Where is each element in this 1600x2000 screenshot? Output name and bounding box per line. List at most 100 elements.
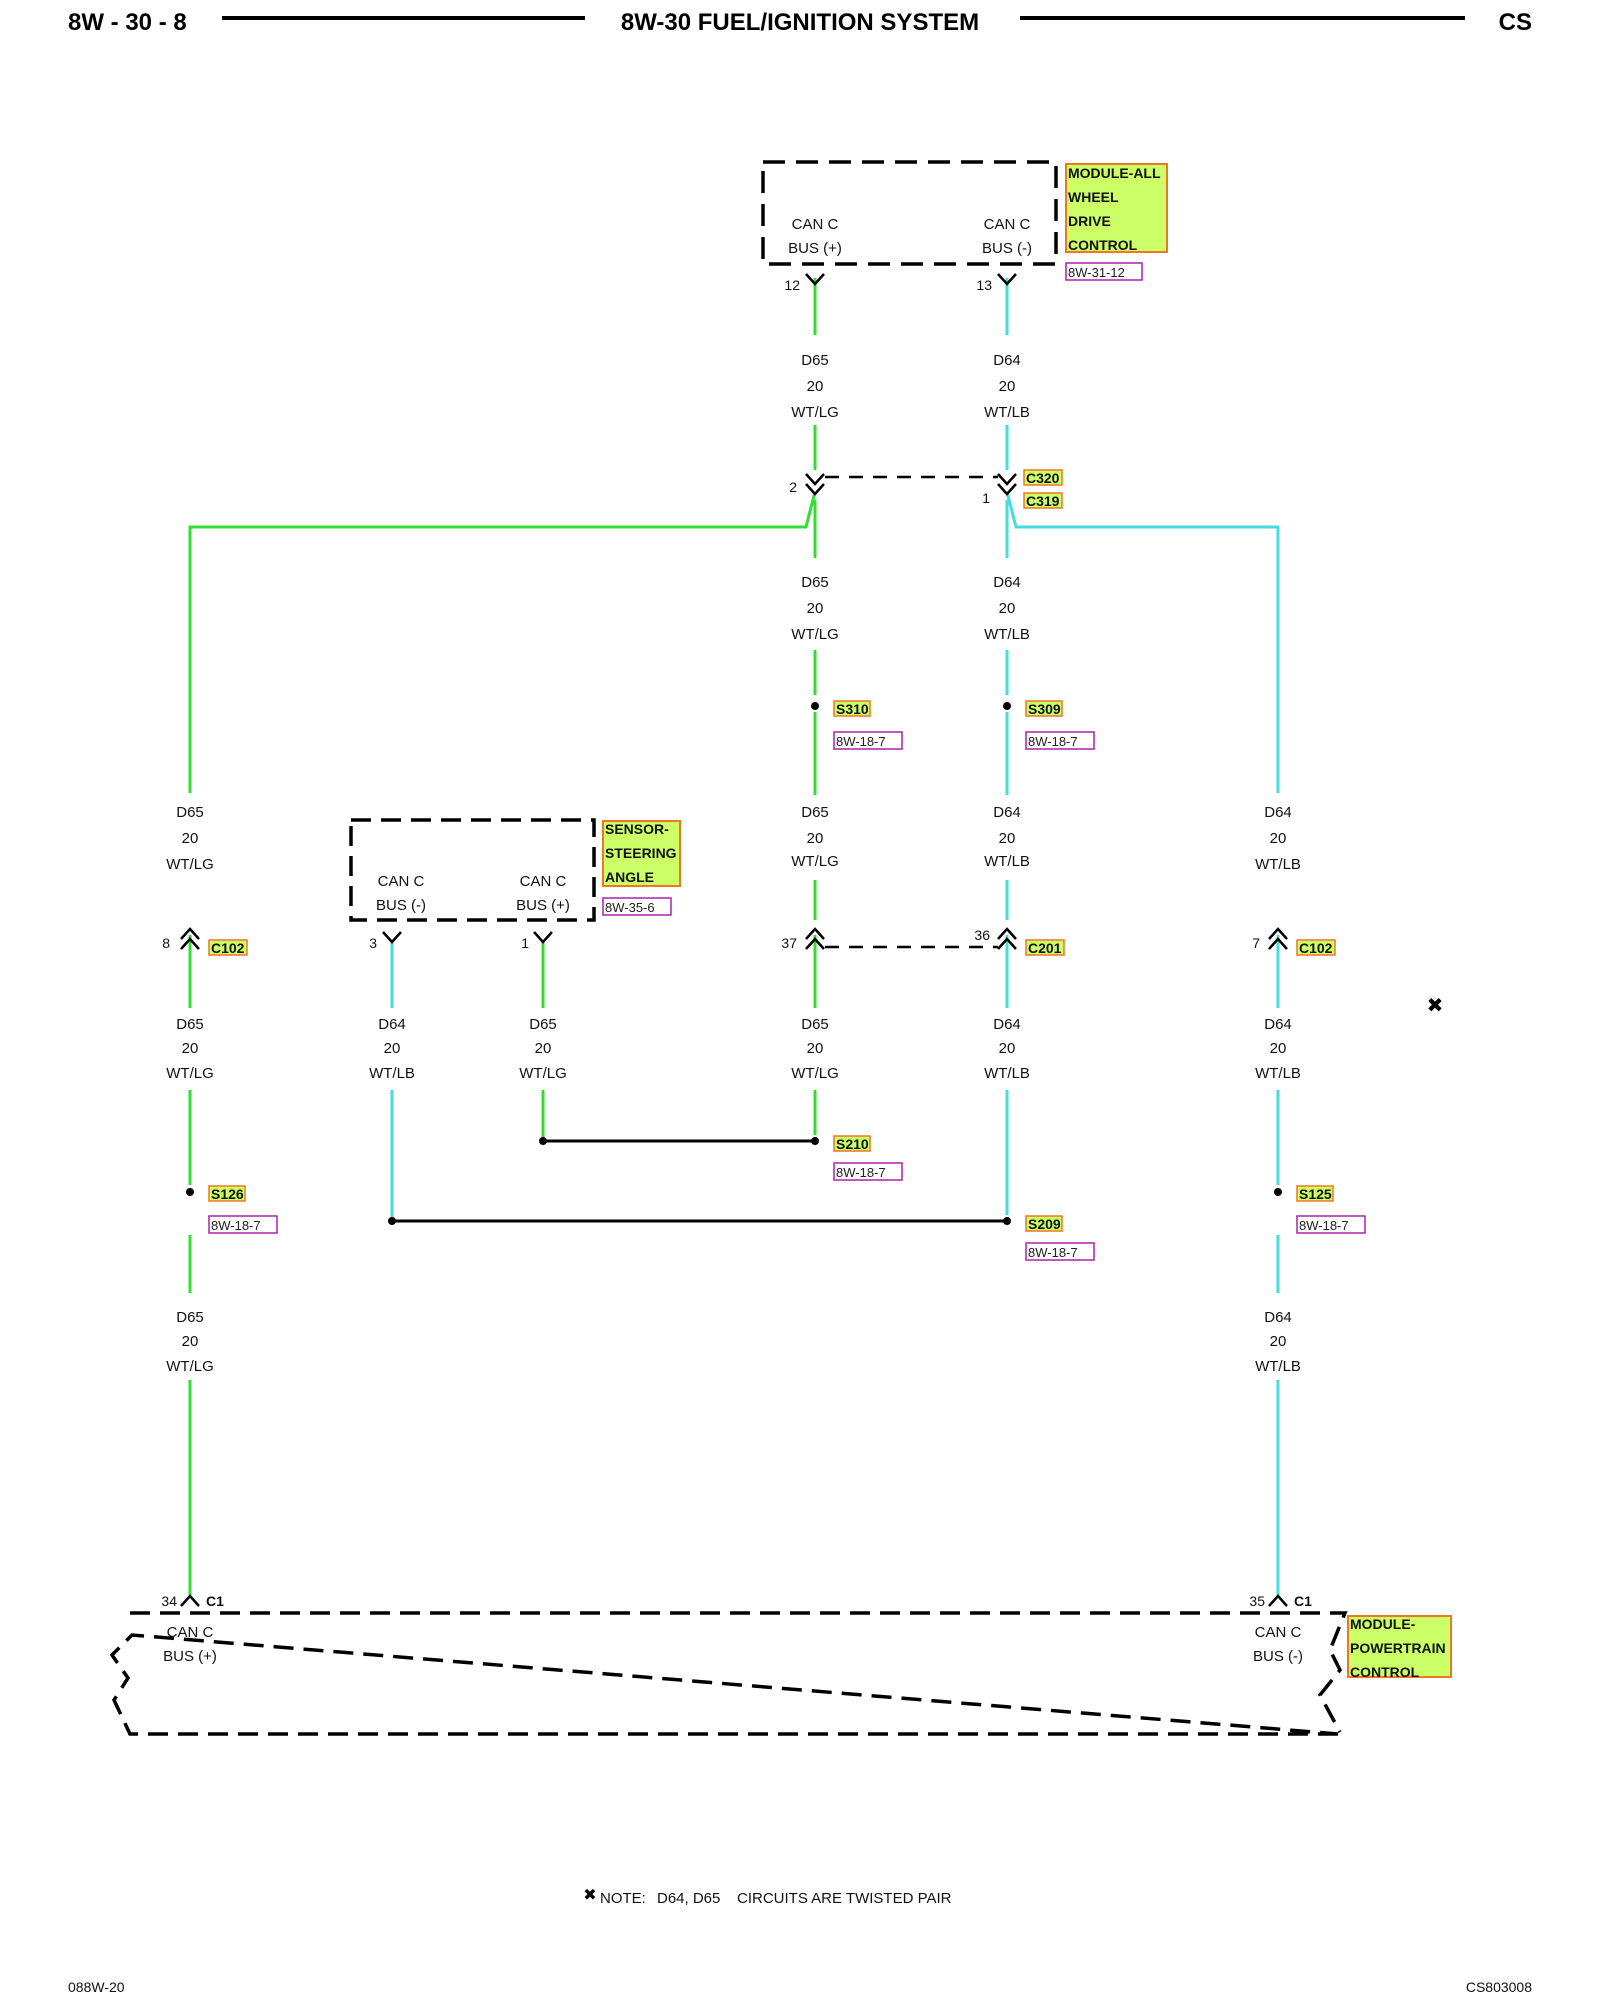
svg-text:D64: D64	[378, 1016, 406, 1033]
pcm-pin-right-line1: CAN C	[1255, 1624, 1302, 1641]
c320-label-box	[1023, 469, 1063, 486]
pcm-terminal-icons	[180, 1594, 1288, 1607]
svg-text:D65: D65	[176, 1309, 204, 1326]
s209-left-dot	[388, 1217, 396, 1225]
c102-right-pin: 7	[1252, 935, 1260, 951]
svg-text:WT/LG: WT/LG	[166, 856, 214, 873]
svg-text:20: 20	[999, 378, 1016, 395]
svg-text:20: 20	[1270, 1040, 1287, 1057]
svg-text:20: 20	[807, 378, 824, 395]
sas-pin-no-right: 1	[521, 935, 529, 951]
s309-label: S309	[1028, 701, 1061, 717]
s125-label: S125	[1299, 1186, 1332, 1202]
s310-label-box	[833, 700, 871, 717]
wire-labels-row1: D65 20 WT/LG D64 20 WT/LB	[791, 352, 1030, 421]
c201-label: C201	[1028, 940, 1062, 956]
s125-ref[interactable]: 8W-18-7	[1299, 1218, 1349, 1233]
pcm-pin-right-line2: BUS (-)	[1253, 1648, 1303, 1665]
sas-pin-left-line1: CAN C	[378, 873, 425, 890]
c201-pin-right: 36	[974, 927, 990, 943]
svg-text:D65: D65	[801, 352, 829, 369]
svg-text:20: 20	[182, 1040, 199, 1057]
awd-ref[interactable]: 8W-31-12	[1068, 265, 1125, 280]
awd-module-name-4: CONTROL	[1068, 237, 1138, 253]
s209-ref-box	[1025, 1242, 1095, 1261]
twisted-pair-icon: ✖	[1427, 993, 1444, 1017]
sas-module-box	[349, 818, 596, 922]
sas-module-name-3: ANGLE	[605, 869, 654, 885]
pcm-pin-no-right: 35	[1249, 1593, 1265, 1609]
c102-right-label: C102	[1299, 940, 1333, 956]
pcm-connector-right: C1	[1294, 1593, 1312, 1609]
c102-left-pin: 8	[162, 935, 170, 951]
note-circuits: D64, D65	[657, 1890, 720, 1907]
c102-right-label-box	[1296, 939, 1336, 956]
s126-label: S126	[211, 1186, 244, 1202]
wire-d64-right-branch	[1005, 491, 1280, 793]
sas-ref[interactable]: 8W-35-6	[605, 900, 655, 915]
awd-pin-left-line1: CAN C	[792, 216, 839, 233]
svg-text:20: 20	[535, 1040, 552, 1057]
svg-text:D64: D64	[993, 1016, 1021, 1033]
sas-pin-no-left: 3	[369, 935, 377, 951]
awd-pin-left-line2: BUS (+)	[788, 240, 842, 257]
svg-text:20: 20	[807, 1040, 824, 1057]
awd-terminal-icons	[805, 273, 1017, 286]
s210-splice-dot	[811, 1137, 819, 1145]
pcm-module-name-2: POWERTRAIN	[1350, 1640, 1446, 1656]
c320-pin-left: 2	[789, 479, 797, 495]
s310-ref[interactable]: 8W-18-7	[836, 734, 886, 749]
s126-ref[interactable]: 8W-18-7	[211, 1218, 261, 1233]
s126-splice-dot	[186, 1188, 194, 1196]
svg-text:20: 20	[807, 830, 824, 847]
pcm-module-box	[109, 1611, 1348, 1736]
svg-text:D65: D65	[801, 804, 829, 821]
c102-left-label: C102	[211, 940, 245, 956]
awd-pin-no-right: 13	[976, 277, 992, 293]
svg-text:WT/LB: WT/LB	[1255, 856, 1301, 873]
sas-module-label-box	[602, 820, 681, 887]
awd-module-name-2: WHEEL	[1068, 189, 1119, 205]
note-prefix: NOTE:	[600, 1890, 646, 1907]
svg-text:20: 20	[999, 1040, 1016, 1057]
s210-ref[interactable]: 8W-18-7	[836, 1165, 886, 1180]
s125-splice-dot	[1274, 1188, 1282, 1196]
svg-text:D64: D64	[993, 352, 1021, 369]
sas-ref-box	[602, 897, 672, 916]
sas-pin-right-line1: CAN C	[520, 873, 567, 890]
awd-pin-right-line2: BUS (-)	[982, 240, 1032, 257]
sas-module-name-1: SENSOR-	[605, 821, 669, 837]
svg-text:D65: D65	[529, 1016, 557, 1033]
svg-text:WT/LG: WT/LG	[791, 404, 839, 421]
svg-text:WT/LG: WT/LG	[791, 853, 839, 870]
s209-ref[interactable]: 8W-18-7	[1028, 1245, 1078, 1260]
c320-pin-right: 1	[982, 490, 990, 506]
wire-d65-left-branch	[188, 491, 817, 793]
page-number: 8W - 30 - 8	[68, 9, 187, 36]
awd-pin-no-left: 12	[784, 277, 800, 293]
s209-label: S209	[1028, 1216, 1061, 1232]
awd-module-label-box	[1065, 163, 1168, 253]
sas-terminal-icons	[382, 931, 553, 944]
s126-ref-box	[208, 1215, 278, 1234]
note-text: CIRCUITS ARE TWISTED PAIR	[737, 1890, 952, 1907]
svg-text:D64: D64	[1264, 804, 1292, 821]
footer-left-code: 088W-20	[68, 1979, 125, 1995]
c201-label-box	[1025, 939, 1065, 956]
pcm-connector-left: C1	[206, 1593, 224, 1609]
awd-module-box	[761, 160, 1058, 266]
s309-splice-dot	[1003, 702, 1011, 710]
svg-text:D64: D64	[993, 574, 1021, 591]
s310-splice-dot	[811, 702, 819, 710]
c319-label: C319	[1026, 493, 1060, 509]
sas-pin-right-line2: BUS (+)	[516, 897, 570, 914]
page-title: 8W-30 FUEL/IGNITION SYSTEM	[621, 9, 979, 36]
s210-left-dot	[539, 1137, 547, 1145]
svg-text:WT/LG: WT/LG	[791, 1065, 839, 1082]
s125-ref-box	[1296, 1215, 1366, 1234]
svg-text:WT/LB: WT/LB	[1255, 1065, 1301, 1082]
svg-text:WT/LG: WT/LG	[519, 1065, 567, 1082]
c102-left-connector-icon	[180, 927, 200, 950]
s309-ref[interactable]: 8W-18-7	[1028, 734, 1078, 749]
svg-text:WT/LB: WT/LB	[984, 853, 1030, 870]
